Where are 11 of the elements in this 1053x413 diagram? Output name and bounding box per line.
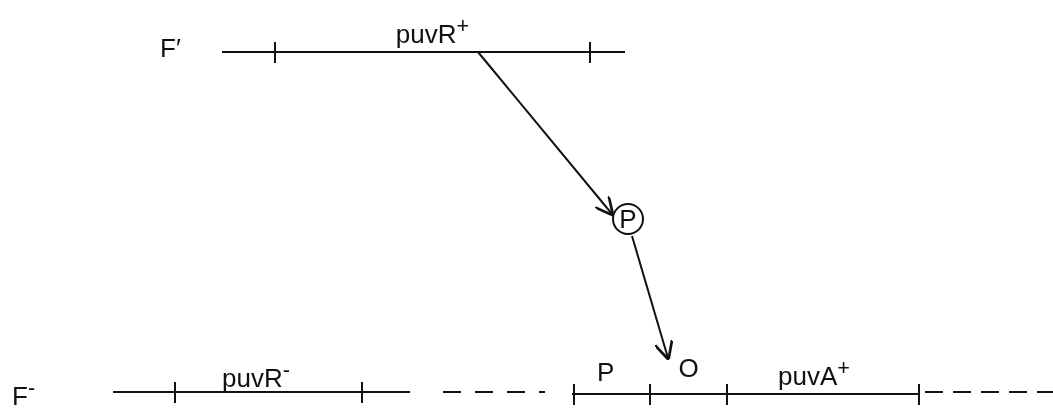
gene-label: P <box>619 205 637 233</box>
gene-label: puvR$^{+}$ <box>395 12 470 48</box>
arrow <box>631 235 674 362</box>
gene-label: O <box>678 354 699 382</box>
promoter-label: P <box>597 358 615 386</box>
plasmid-label: F′ <box>160 34 181 62</box>
gene-label: puvA$^{+}$ <box>778 354 850 390</box>
arrow <box>477 51 615 217</box>
protein-circle <box>612 203 644 235</box>
chromosome-label: F$^{-}$ <box>12 374 36 410</box>
gene-label: puvR$^{-}$ <box>222 356 290 392</box>
